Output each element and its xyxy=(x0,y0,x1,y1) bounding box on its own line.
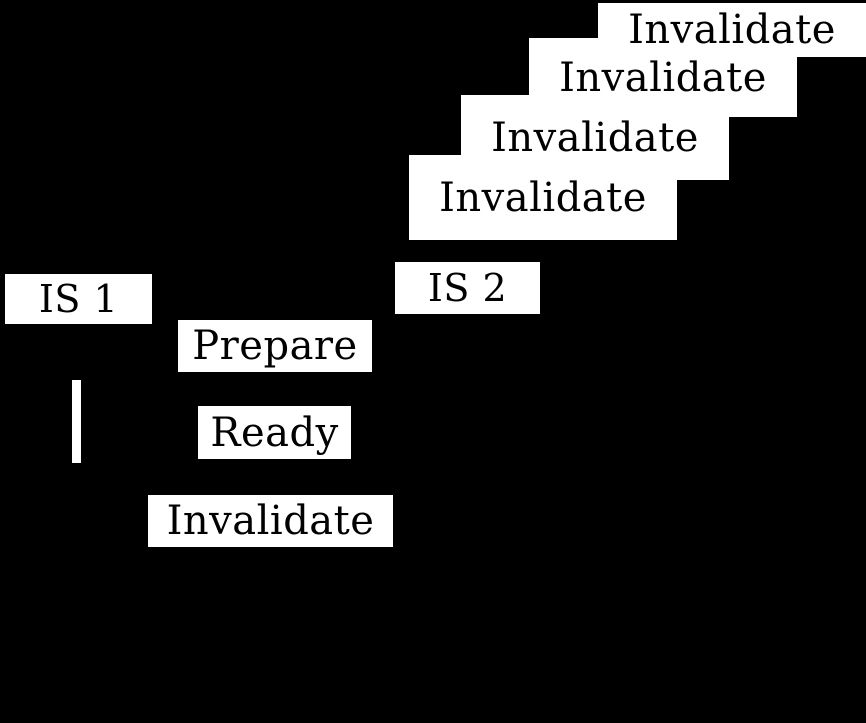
message-label-invalidate-3: Invalidate xyxy=(491,114,699,161)
lifeline-label-is-1: IS 1 xyxy=(38,277,119,321)
message-label-invalidate-2: Invalidate xyxy=(439,174,647,221)
lifeline-label-is-2: IS 2 xyxy=(427,266,508,310)
message-box-invalidate-1[interactable]: Invalidate xyxy=(148,495,393,547)
message-box-ready[interactable]: Ready xyxy=(198,406,351,459)
message-label-prepare: Prepare xyxy=(192,323,358,369)
message-box-invalidate-3[interactable]: Invalidate xyxy=(461,95,729,180)
lifeline-box-is-2[interactable]: IS 2 xyxy=(395,262,540,314)
message-label-invalidate-1: Invalidate xyxy=(166,498,375,544)
activation-bar-is-1 xyxy=(72,380,81,463)
message-label-invalidate-5: Invalidate xyxy=(628,7,836,53)
lifeline-box-is-1[interactable]: IS 1 xyxy=(5,274,152,324)
message-box-prepare[interactable]: Prepare xyxy=(178,320,372,372)
message-label-ready: Ready xyxy=(210,409,339,456)
message-label-invalidate-4: Invalidate xyxy=(559,54,767,101)
message-box-invalidate-5[interactable]: Invalidate xyxy=(598,3,866,57)
